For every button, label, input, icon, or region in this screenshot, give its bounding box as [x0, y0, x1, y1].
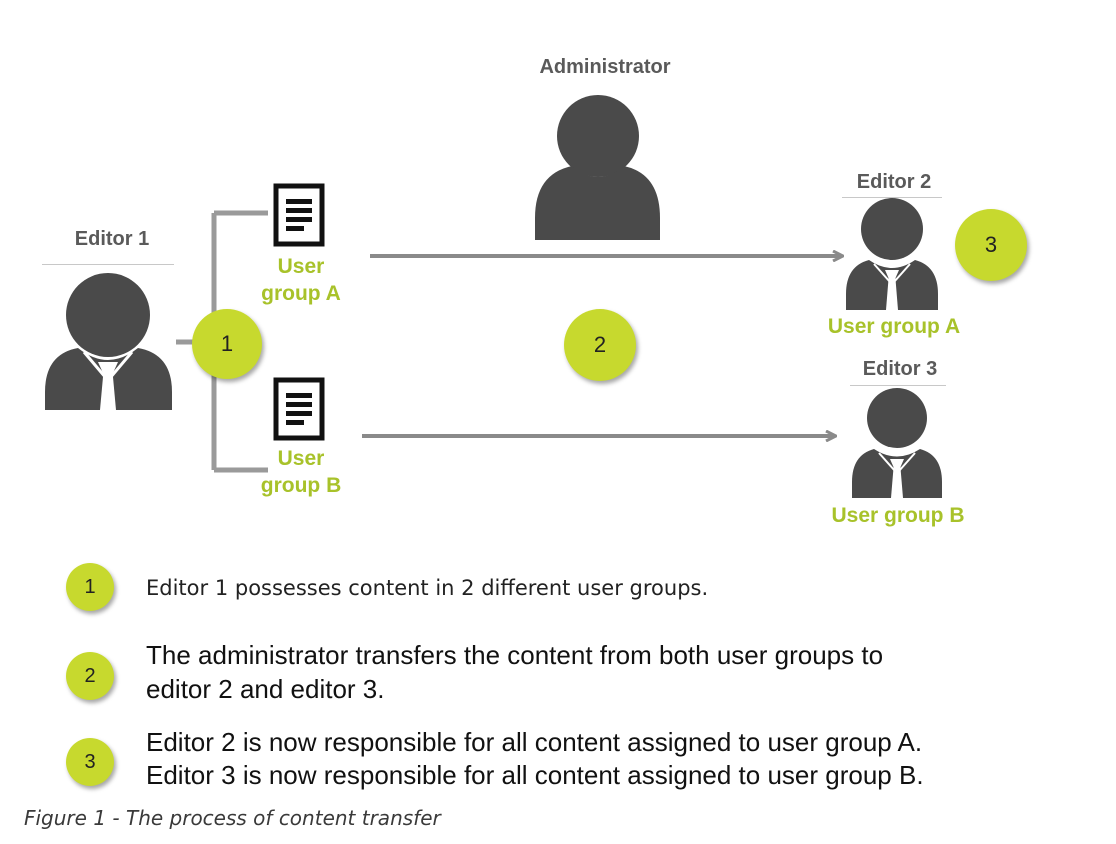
legend-badge-3: 3: [66, 738, 114, 786]
editor3-label: Editor 3: [862, 358, 938, 380]
legend-text-3b: Editor 3 is now responsible for all cont…: [146, 760, 924, 790]
editor1-person-icon: [45, 273, 172, 410]
document-a-icon: [273, 183, 325, 247]
editor1-divider: [42, 264, 174, 265]
administrator-label: Administrator: [539, 56, 671, 78]
editor1-label: Editor 1: [74, 228, 150, 250]
figure-caption: Figure 1 - The process of content transf…: [24, 806, 441, 830]
editor3-person-icon: [852, 388, 942, 498]
legend-badge-1: 1: [66, 563, 114, 611]
legend-badge-2: 2: [66, 652, 114, 700]
legend-text-2b: editor 2 and editor 3.: [146, 674, 385, 704]
editor2-group-label: User group A: [827, 315, 961, 338]
legend-text-2a: The administrator transfers the content …: [146, 640, 884, 670]
step-badge-1: 1: [192, 309, 262, 379]
document-a-label: User group A: [261, 255, 341, 305]
editor2-person-icon: [846, 198, 938, 310]
legend-text-3a: Editor 2 is now responsible for all cont…: [146, 727, 923, 757]
editor2-divider: [842, 197, 942, 198]
document-b-label: User group B: [260, 447, 342, 497]
editor3-group-label: User group B: [831, 504, 965, 527]
editor3-divider: [850, 385, 946, 386]
legend-text-1: Editor 1 possesses content in 2 differen…: [146, 576, 709, 600]
document-b-icon: [273, 377, 325, 441]
step-badge-3: 3: [955, 209, 1027, 281]
step-badge-2: 2: [564, 309, 636, 381]
editor2-label: Editor 2: [856, 171, 932, 193]
administrator-person-icon: [535, 95, 660, 240]
